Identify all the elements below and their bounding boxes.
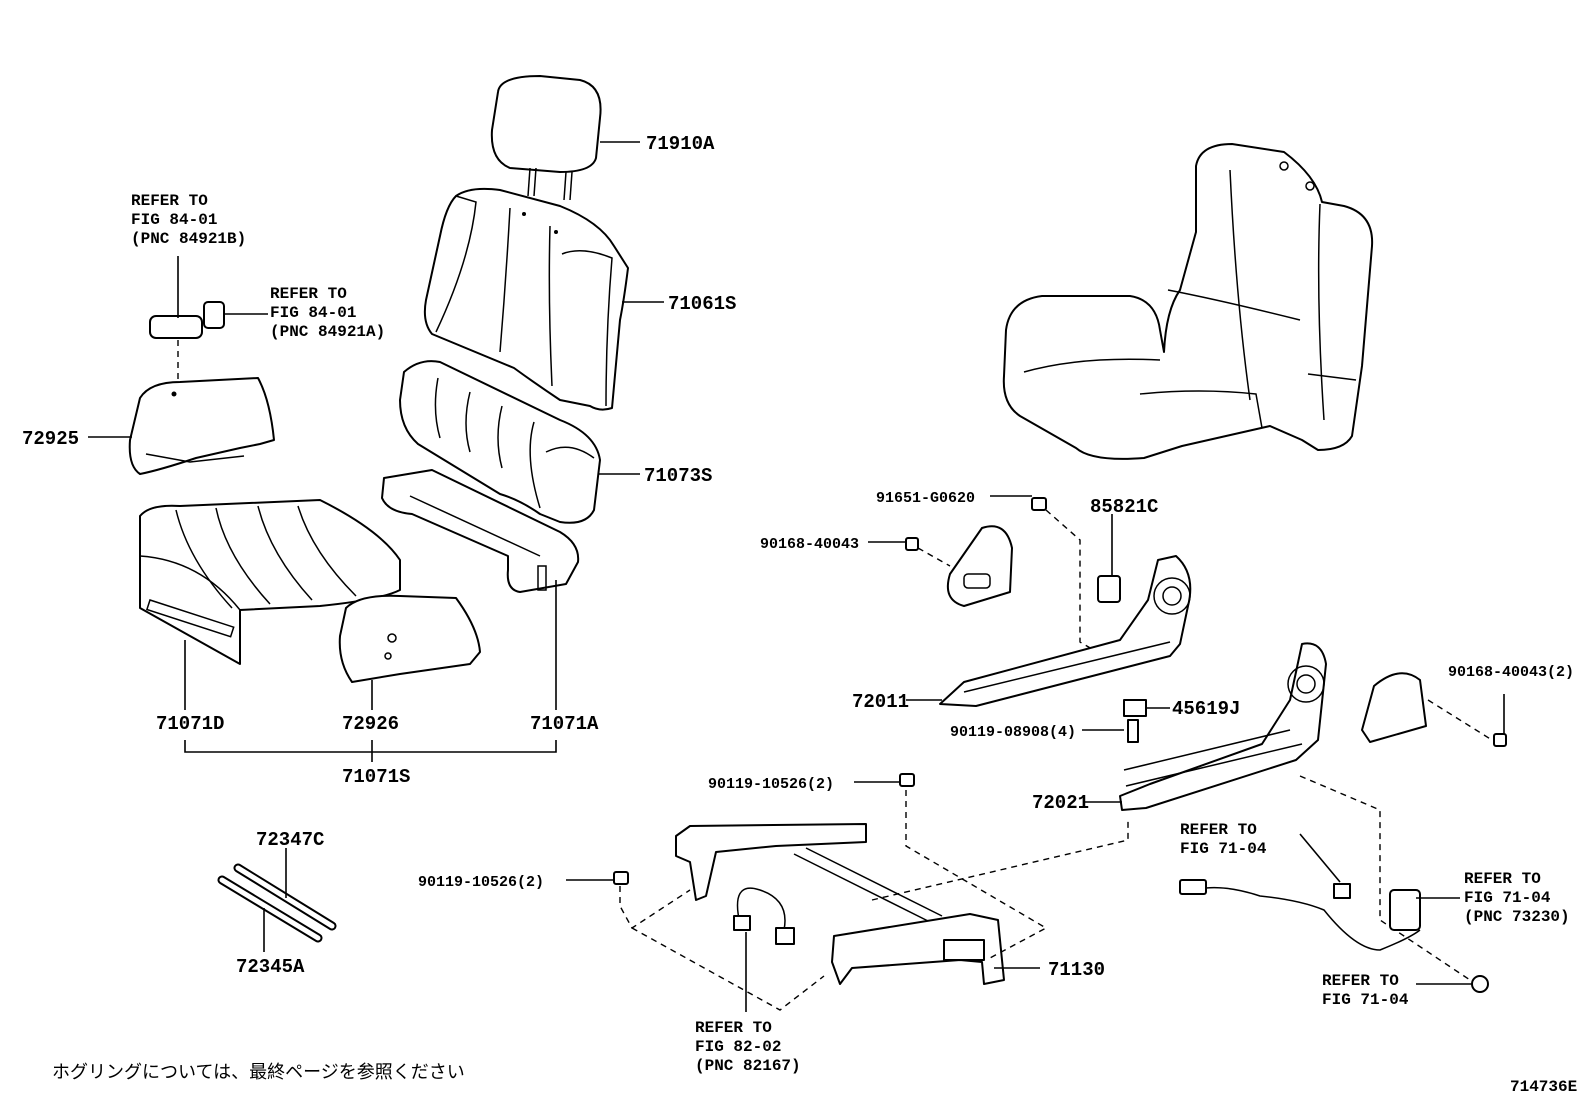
label-71910A[interactable]: 71910A bbox=[646, 133, 715, 155]
svg-text:FIG 71-04: FIG 71-04 bbox=[1180, 840, 1267, 858]
diagram-id: 714736E bbox=[1510, 1078, 1577, 1096]
bolt-90119-a[interactable] bbox=[899, 773, 915, 787]
recliner-cover[interactable] bbox=[946, 525, 1013, 607]
label-71073S[interactable]: 71073S bbox=[644, 465, 712, 487]
label-90119-10526-a[interactable]: 90119-10526(2) bbox=[708, 776, 834, 793]
svg-text:(PNC 73230): (PNC 73230) bbox=[1464, 908, 1570, 926]
seat-track-lower[interactable] bbox=[1119, 642, 1327, 811]
bolt-90119-b[interactable] bbox=[613, 871, 629, 885]
side-shield[interactable] bbox=[128, 377, 275, 475]
svg-text:(PNC 84921B): (PNC 84921B) bbox=[131, 230, 246, 248]
label-71071A[interactable]: 71071A bbox=[530, 713, 599, 735]
ref-73230[interactable]: REFER TO FIG 71-04 (PNC 73230) bbox=[1464, 870, 1570, 926]
label-71061S[interactable]: 71061S bbox=[668, 293, 736, 315]
label-90168-40043-2[interactable]: 90168-40043(2) bbox=[1448, 664, 1574, 681]
label-72347C[interactable]: 72347C bbox=[256, 829, 324, 851]
label-85821C[interactable]: 85821C bbox=[1090, 496, 1158, 518]
svg-text:FIG 71-04: FIG 71-04 bbox=[1322, 991, 1409, 1009]
seat-track-upper[interactable] bbox=[939, 555, 1192, 707]
svg-text:REFER TO: REFER TO bbox=[695, 1019, 772, 1037]
ref-7104-a[interactable]: REFER TO FIG 71-04 bbox=[1180, 821, 1267, 858]
label-45619J[interactable]: 45619J bbox=[1172, 698, 1240, 720]
cushion-shield[interactable] bbox=[338, 594, 481, 683]
wire-harness-left[interactable] bbox=[733, 887, 795, 945]
label-90119-08908[interactable]: 90119-08908(4) bbox=[950, 724, 1076, 741]
label-71071D[interactable]: 71071D bbox=[156, 713, 224, 735]
label-90168-40043[interactable]: 90168-40043 bbox=[760, 536, 859, 553]
ref-7104-b[interactable]: REFER TO FIG 71-04 bbox=[1322, 972, 1409, 1009]
svg-text:REFER TO: REFER TO bbox=[1464, 870, 1541, 888]
label-72926[interactable]: 72926 bbox=[342, 713, 399, 735]
seat-back-pad[interactable] bbox=[399, 360, 601, 524]
label-90119-10526-b[interactable]: 90119-10526(2) bbox=[418, 874, 544, 891]
seat-cushion-cover[interactable] bbox=[139, 499, 401, 665]
label-71071S[interactable]: 71071S bbox=[342, 766, 410, 788]
bolt-90168-b[interactable] bbox=[1493, 733, 1507, 747]
label-72011[interactable]: 72011 bbox=[852, 691, 909, 713]
svg-text:(PNC 82167): (PNC 82167) bbox=[695, 1057, 801, 1075]
ref-84921A[interactable]: REFER TO FIG 84-01 (PNC 84921A) bbox=[270, 285, 385, 341]
seat-adjuster-base[interactable] bbox=[675, 823, 1005, 985]
label-91651-G0620[interactable]: 91651-G0620 bbox=[876, 490, 975, 507]
seat-switch-knob[interactable] bbox=[149, 301, 225, 339]
ref-84921B[interactable]: REFER TO FIG 84-01 (PNC 84921B) bbox=[131, 192, 246, 248]
cushion-frame[interactable] bbox=[381, 469, 580, 593]
svg-text:FIG 84-01: FIG 84-01 bbox=[131, 211, 217, 229]
nut-fig-7104[interactable] bbox=[1471, 975, 1489, 993]
svg-text:REFER TO: REFER TO bbox=[1180, 821, 1257, 839]
seatbelt-harness[interactable] bbox=[1179, 879, 1421, 951]
svg-text:REFER TO: REFER TO bbox=[131, 192, 208, 210]
screw-91651[interactable] bbox=[1031, 497, 1047, 511]
hog-ring-rods[interactable] bbox=[217, 863, 337, 943]
label-72021[interactable]: 72021 bbox=[1032, 792, 1089, 814]
svg-text:REFER TO: REFER TO bbox=[1322, 972, 1399, 990]
hog-ring-note: ホグリングについては、最終ページを参照ください bbox=[52, 1062, 465, 1083]
headrest[interactable] bbox=[490, 75, 602, 201]
svg-text:FIG 82-02: FIG 82-02 bbox=[695, 1038, 781, 1056]
label-71130[interactable]: 71130 bbox=[1048, 959, 1105, 981]
svg-text:REFER TO: REFER TO bbox=[270, 285, 347, 303]
ref-82167[interactable]: REFER TO FIG 82-02 (PNC 82167) bbox=[695, 1019, 801, 1075]
svg-text:(PNC 84921A): (PNC 84921A) bbox=[270, 323, 385, 341]
label-72345A[interactable]: 72345A bbox=[236, 956, 305, 978]
svg-text:FIG 71-04: FIG 71-04 bbox=[1464, 889, 1551, 907]
lumbar-switch[interactable] bbox=[1097, 575, 1121, 603]
seat-assembly-view bbox=[1002, 143, 1374, 460]
recliner-cover-right[interactable] bbox=[1361, 672, 1427, 743]
label-72925[interactable]: 72925 bbox=[22, 428, 79, 450]
bolt-90168-a[interactable] bbox=[905, 537, 919, 551]
cap-45619J[interactable] bbox=[1123, 699, 1147, 717]
svg-text:FIG 84-01: FIG 84-01 bbox=[270, 304, 356, 322]
seat-back-cover[interactable] bbox=[423, 187, 629, 411]
